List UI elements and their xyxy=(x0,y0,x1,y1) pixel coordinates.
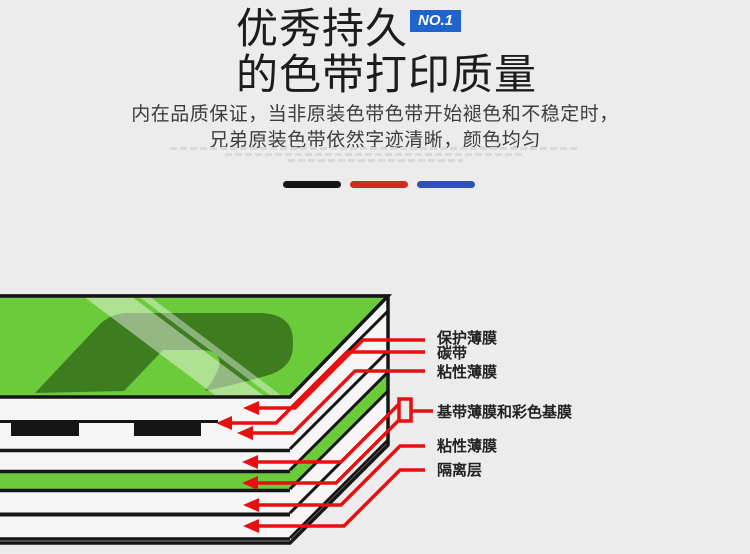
watermark-microtext xyxy=(0,147,750,162)
callout-carbon-ribbon xyxy=(231,350,425,425)
gloss-stripe-narrow xyxy=(130,296,294,397)
color-base-film-front xyxy=(0,473,290,489)
subtitle-line1: 内在品质保证，当非原装色带色带开始褪色和不稳定时， xyxy=(131,104,619,125)
subtitle-line2: 兄弟原装色带依然字迹清晰，颜色均匀 xyxy=(209,130,541,151)
arrowhead-icon xyxy=(243,401,259,415)
label-adhesive-film-2: 粘性薄膜 xyxy=(437,437,497,455)
gloss-stripe-wide xyxy=(75,296,276,397)
callout-protective-film xyxy=(258,338,425,410)
color-base-film-side xyxy=(290,372,388,489)
microtext-row xyxy=(225,153,525,156)
subtitle: 内在品质保证，当非原装色带色带开始褪色和不稳定时， 兄弟原装色带依然字迹清晰，颜… xyxy=(0,102,750,154)
microtext-row xyxy=(170,147,580,150)
arrowhead-icon xyxy=(242,476,258,490)
title-block: 优秀持久 的色带打印质量 xyxy=(236,6,537,98)
arrowhead-icon xyxy=(216,416,232,430)
arrowhead-icon xyxy=(237,426,253,440)
layer-labels: 保护薄膜 碳带 粘性薄膜 基带薄膜和彩色基膜 粘性薄膜 隔离层 xyxy=(436,329,572,479)
microtext-row xyxy=(287,159,463,162)
no1-badge: NO.1 xyxy=(410,10,462,32)
callout-color-base-film xyxy=(257,418,401,485)
arrowhead-icon xyxy=(243,519,259,533)
layer-separators xyxy=(0,448,290,541)
callout-lines xyxy=(231,338,433,528)
ribbon-top-face xyxy=(0,294,393,399)
page-title-line2: 的色带打印质量 xyxy=(236,51,538,98)
arrowhead-icon xyxy=(242,455,258,469)
callout-base-film xyxy=(257,402,401,464)
label-carbon-ribbon: 碳带 xyxy=(437,344,467,362)
callout-isolation-layer xyxy=(258,468,425,528)
label-base-film: 基带薄膜和彩色基膜 xyxy=(436,403,572,421)
page-title-line1: 优秀持久 xyxy=(236,5,409,52)
label-isolation-layer: 隔离层 xyxy=(437,461,482,479)
callout-adhesive-film-2 xyxy=(258,444,425,507)
carbon-coating xyxy=(0,420,218,436)
blue-bar xyxy=(417,181,475,188)
label-protective-film: 保护薄膜 xyxy=(436,329,497,347)
red-bar xyxy=(350,181,408,188)
black-bar xyxy=(283,181,341,188)
callout-arrowheads xyxy=(216,401,259,533)
callout-bracket xyxy=(397,397,413,423)
color-sample-bars xyxy=(283,181,475,188)
callout-adhesive-film-1 xyxy=(252,369,425,435)
arrowhead-icon xyxy=(243,498,259,512)
brand-logo-shape xyxy=(35,313,293,393)
label-adhesive-film-1: 粘性薄膜 xyxy=(437,363,497,381)
